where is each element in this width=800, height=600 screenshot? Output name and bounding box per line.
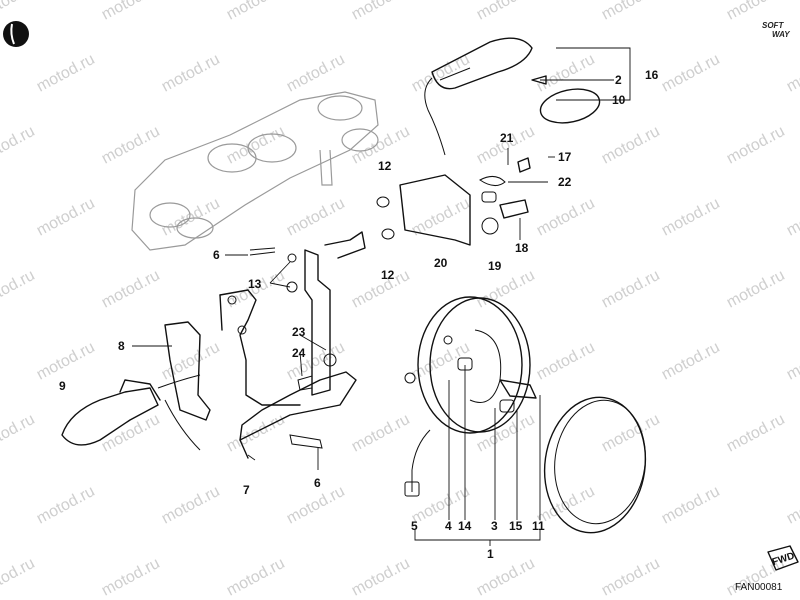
watermark-text: motod.ru bbox=[599, 123, 663, 168]
watermark-text: motod.ru bbox=[534, 51, 598, 96]
watermark-text: motod.ru bbox=[659, 483, 723, 528]
callout-20: 20 bbox=[434, 256, 448, 270]
callout-6-bolt: 6 bbox=[213, 248, 220, 262]
watermark-text: motod.ru bbox=[159, 483, 223, 528]
brand-line1: SOFT bbox=[762, 21, 784, 30]
callout-labels: 1 2 3 4 5 6 6 7 8 9 10 11 12 12 13 14 15… bbox=[59, 68, 659, 561]
watermark-text: motod.ru bbox=[599, 267, 663, 312]
callout-16: 16 bbox=[645, 68, 659, 82]
watermark-text: motod.ru bbox=[159, 195, 223, 240]
watermark-text: motod.ru bbox=[349, 555, 413, 600]
watermark-text: motod.ru bbox=[599, 411, 663, 456]
watermark-text: motod.ru bbox=[99, 123, 163, 168]
callout-6-lower: 6 bbox=[314, 476, 321, 490]
logo-icon bbox=[3, 21, 29, 47]
watermark-text: motod.ru bbox=[99, 411, 163, 456]
callout-10: 10 bbox=[612, 93, 626, 107]
watermark-text: motod.ru bbox=[224, 411, 288, 456]
watermark-text: motod.ru bbox=[99, 555, 163, 600]
triple-clamp-drawing bbox=[131, 91, 379, 251]
callout-15: 15 bbox=[509, 519, 523, 533]
watermark-text: motod.ru bbox=[659, 51, 723, 96]
watermark-text: motod.ru bbox=[474, 0, 538, 24]
watermark-text: motod.ru bbox=[784, 195, 800, 240]
brand-logo: SOFT WAY bbox=[762, 21, 790, 39]
callout-17: 17 bbox=[558, 150, 572, 164]
watermark-text: motod.ru bbox=[599, 555, 663, 600]
right-turn-signal-drawing bbox=[424, 37, 601, 156]
callout-11: 11 bbox=[532, 519, 545, 533]
watermark-text: motod.ru bbox=[784, 339, 800, 384]
callout-13: 13 bbox=[248, 277, 262, 291]
watermark-text: motod.ru bbox=[0, 123, 38, 168]
watermark-text: motod.ru bbox=[474, 411, 538, 456]
brand-line2: WAY bbox=[772, 30, 790, 39]
watermark-text: motod.ru bbox=[0, 0, 38, 24]
watermark-text: motod.ru bbox=[99, 0, 163, 24]
callout-9: 9 bbox=[59, 379, 66, 393]
watermark-text: motod.ru bbox=[224, 555, 288, 600]
watermark-text: motod.ru bbox=[34, 339, 98, 384]
watermark-text: motod.ru bbox=[724, 0, 788, 24]
watermark-text: motod.ru bbox=[474, 267, 538, 312]
watermark-text: motod.ru bbox=[599, 0, 663, 24]
watermark-text: motod.ru bbox=[34, 195, 98, 240]
watermark-text: motod.ru bbox=[99, 267, 163, 312]
watermark-text: motod.ru bbox=[659, 195, 723, 240]
callout-23: 23 bbox=[292, 325, 306, 339]
callout-12-upper: 12 bbox=[378, 159, 392, 173]
watermark-text: motod.ru bbox=[349, 411, 413, 456]
watermark-text: motod.ru bbox=[784, 483, 800, 528]
callout-5: 5 bbox=[411, 519, 418, 533]
callout-22: 22 bbox=[558, 175, 572, 189]
callout-14: 14 bbox=[458, 519, 472, 533]
watermark-text: motod.ru bbox=[724, 123, 788, 168]
watermark-text: motod.ru bbox=[349, 0, 413, 24]
callout-18: 18 bbox=[515, 241, 529, 255]
callout-12-lower: 12 bbox=[381, 268, 395, 282]
watermark-text: motod.ru bbox=[724, 267, 788, 312]
watermark-text: motod.ru bbox=[0, 555, 38, 600]
drawing-code: FAN00081 bbox=[735, 582, 783, 593]
signal-bracket-drawing bbox=[376, 157, 531, 246]
watermark-text: motod.ru bbox=[784, 51, 800, 96]
watermark-text: motod.ru bbox=[284, 195, 348, 240]
callout-24: 24 bbox=[292, 346, 306, 360]
watermark-text: motod.ru bbox=[0, 411, 38, 456]
watermark-text: motod.ru bbox=[474, 555, 538, 600]
watermark-text: motod.ru bbox=[159, 51, 223, 96]
callout-1: 1 bbox=[487, 547, 494, 561]
watermark-text: motod.ru bbox=[724, 411, 788, 456]
watermark-text: motod.ru bbox=[659, 339, 723, 384]
callout-21: 21 bbox=[500, 131, 514, 145]
left-turn-signal-drawing bbox=[61, 374, 201, 451]
callout-2: 2 bbox=[615, 73, 622, 87]
headlight-housing-drawing bbox=[404, 296, 537, 497]
watermark-text: motod.ru bbox=[409, 51, 473, 96]
watermark-text: motod.ru bbox=[224, 0, 288, 24]
watermark-text: motod.ru bbox=[534, 195, 598, 240]
watermark-text: motod.ru bbox=[534, 339, 598, 384]
watermark-text: motod.ru bbox=[34, 51, 98, 96]
callout-8: 8 bbox=[118, 339, 125, 353]
headlight-lens-drawing bbox=[543, 396, 647, 534]
callout-4: 4 bbox=[445, 519, 452, 533]
callout-19: 19 bbox=[488, 259, 502, 273]
watermark-text: motod.ru bbox=[0, 267, 38, 312]
headlight-bracket-drawing bbox=[164, 231, 366, 459]
leader-lines bbox=[132, 47, 631, 546]
callout-7: 7 bbox=[243, 483, 250, 497]
callout-3: 3 bbox=[491, 519, 498, 533]
watermark-text: motod.ru bbox=[34, 483, 98, 528]
watermark-text: motod.ru bbox=[284, 51, 348, 96]
